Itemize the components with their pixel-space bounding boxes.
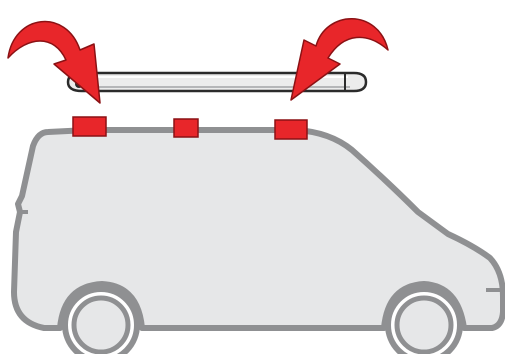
mounting-bracket-left (72, 116, 107, 137)
left-curved-arrow (7, 21, 101, 104)
front-wheel (385, 286, 463, 354)
mounting-bracket-middle (173, 118, 199, 138)
mounting-bracket-icon (72, 116, 308, 140)
mounting-bracket-right (274, 119, 308, 140)
van-icon (11, 127, 505, 354)
rear-wheel (62, 286, 140, 354)
van-body (11, 127, 505, 331)
right-curved-arrow (290, 18, 389, 101)
awning-cassette-icon (66, 71, 368, 93)
curved-arrow-icon (7, 18, 389, 104)
